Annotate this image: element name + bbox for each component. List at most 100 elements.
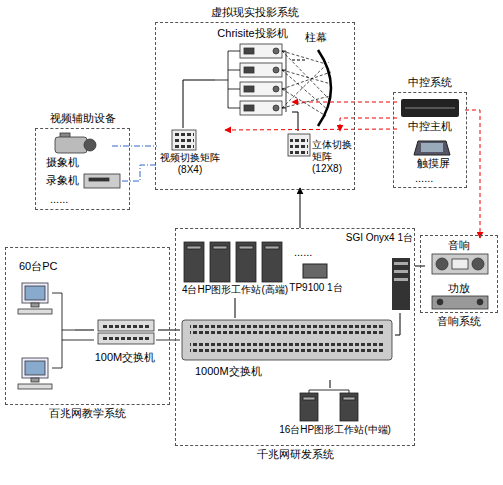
cylinder-screen [318, 50, 331, 126]
sgi-rack-icon [392, 258, 410, 310]
control-host-icon [401, 99, 459, 117]
system-group: 音响功放音响系统 [420, 235, 498, 313]
touch-screen-icon [414, 141, 450, 155]
workstation-group: 4台HP图形工作站(高端) [180, 240, 292, 298]
node-label: TP9100 1台 [288, 282, 344, 294]
projector-wiring [215, 51, 286, 112]
connector [395, 313, 400, 335]
connector [292, 60, 305, 61]
node-label: 4台HP图形工作站(高端) [180, 284, 290, 296]
icon-part [22, 283, 48, 303]
icon-part [303, 264, 327, 278]
node-label: 录象机 [46, 174, 79, 187]
icon-part [190, 342, 384, 354]
icon-part [31, 378, 39, 382]
node-label: 60台PC [19, 260, 58, 273]
icon-part [55, 137, 87, 153]
icon-part [290, 136, 308, 154]
group-title: 视频辅助设备 [36, 112, 129, 125]
icon-part [98, 320, 154, 331]
speaker: 音响 [425, 238, 495, 280]
icon-part [210, 242, 230, 282]
icon-part [244, 48, 254, 54]
system-group: 摄象机录象机视频辅助设备 [35, 128, 130, 210]
icon-part [98, 333, 154, 344]
icon-part [452, 259, 468, 269]
curved-screen: 柱幕 [305, 30, 350, 128]
workstation-cables [309, 390, 349, 393]
icon-part [239, 246, 253, 249]
vcr-icon [84, 174, 120, 188]
connector [183, 80, 215, 128]
group-title: 百兆网教学系统 [6, 407, 169, 420]
workstation-group: 16台HP图形工作站(中端) [265, 388, 407, 440]
icon-part [240, 44, 282, 58]
projector-icons [240, 44, 282, 115]
projection-rays [282, 51, 331, 116]
icon-part [405, 108, 455, 109]
connector [292, 112, 298, 131]
ellipsis-label: ...... [415, 172, 433, 185]
group-title: 中控系统 [394, 76, 466, 89]
icon-part [340, 393, 358, 421]
icon-part [288, 134, 310, 156]
node-label: 中控主机 [397, 120, 463, 133]
icon-part [343, 397, 355, 400]
icon-part [273, 105, 279, 111]
control-host: 中控主机 [397, 95, 465, 135]
icon-part [84, 174, 120, 188]
connector [465, 110, 480, 238]
icon-part [25, 286, 45, 300]
connector [122, 165, 157, 181]
ellipsis-label: ...... [294, 246, 312, 259]
icon-part [394, 262, 408, 265]
node-label: 触摸屏 [404, 157, 462, 170]
icon-part [394, 278, 408, 281]
system-group: 60台PC100M交换机百兆网教学系统 [5, 247, 170, 405]
icon-part [172, 130, 196, 150]
icon-part [240, 101, 282, 115]
connector [225, 129, 397, 130]
ellipsis-label: ...... [50, 193, 68, 206]
node-label: 摄象机 [46, 156, 79, 169]
icon-part [432, 254, 488, 274]
icon-part [187, 246, 201, 249]
icon-part [89, 178, 109, 181]
node-label: 柱幕 [305, 31, 327, 44]
icon-part [101, 335, 151, 342]
group-title: 千兆网研发系统 [176, 448, 414, 461]
icon-part [240, 82, 282, 96]
icon-part [190, 325, 384, 337]
icon-part [31, 303, 39, 307]
network-switch: 1000M交换机 [180, 318, 395, 380]
storage-icon [303, 264, 327, 278]
pc-icons [18, 283, 52, 389]
icon-part [472, 258, 484, 270]
group-title: 音响系统 [421, 315, 497, 328]
icon-part [303, 397, 315, 400]
icon-part [414, 141, 450, 155]
amplifier: 功放 [425, 282, 495, 311]
stereo-matrix: 立体切换矩阵 (12X8) [286, 131, 354, 188]
icon-part [436, 258, 448, 270]
connector [112, 146, 157, 147]
icon-part [477, 299, 483, 305]
connector [75, 330, 94, 331]
icon-part [273, 86, 279, 92]
node-label: Chrisite投影机 [215, 27, 290, 40]
camera: 摄象机 [42, 132, 112, 170]
group-title: 虚拟现实投影系统 [156, 6, 354, 19]
network-switch: 100M交换机 [94, 318, 158, 366]
amplifier-icon [432, 296, 488, 309]
icon-part [421, 143, 443, 152]
connector [300, 188, 301, 228]
icon-part [432, 296, 488, 309]
connector [330, 380, 331, 388]
video-recorder: 录象机 [42, 171, 122, 191]
camera-icon [55, 133, 96, 153]
connector [235, 298, 236, 318]
icon-part [244, 86, 254, 92]
network-cables [52, 293, 180, 368]
icon-part [22, 358, 48, 378]
